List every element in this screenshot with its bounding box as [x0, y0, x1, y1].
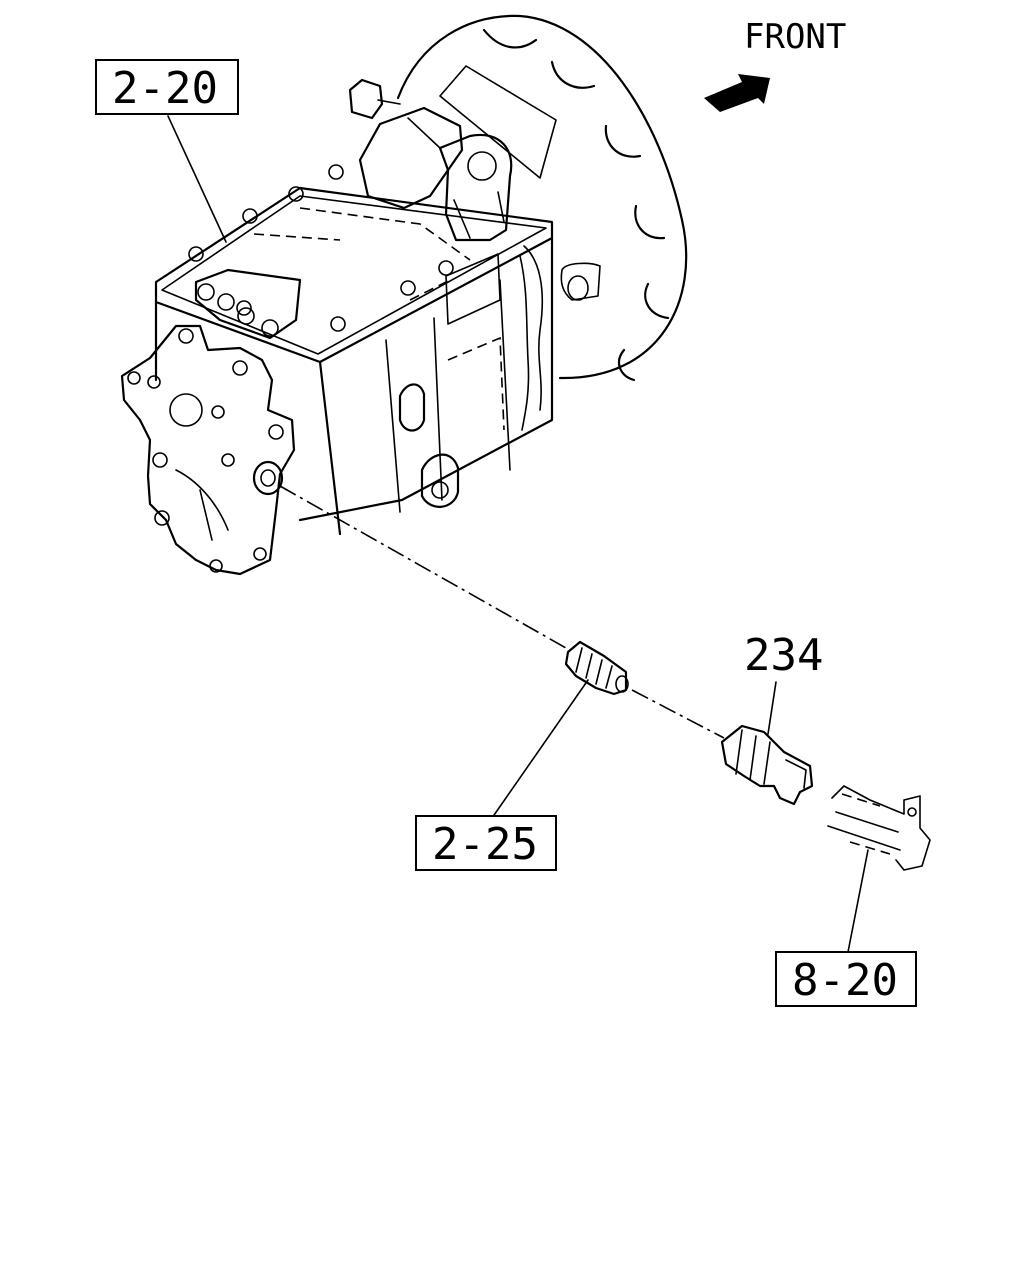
callout-8-20[interactable]: 8-20 [775, 951, 917, 1007]
leader-2-25 [491, 679, 589, 819]
leader-2-20 [167, 115, 227, 243]
callout-2-25[interactable]: 2-25 [415, 815, 557, 871]
installation-centerline [279, 485, 567, 649]
front-indicator: FRONT [704, 17, 846, 112]
adapter-fitting [564, 640, 629, 696]
pressure-switch [720, 724, 814, 806]
callout-8-20-label: 8-20 [792, 955, 898, 1006]
arrow-right-icon [704, 74, 770, 112]
callout-2-20-label: 2-20 [112, 63, 218, 114]
leader-234 [767, 681, 777, 735]
callout-2-25-label: 2-25 [432, 819, 538, 870]
installation-centerline-2 [631, 689, 725, 739]
front-label: FRONT [744, 17, 846, 57]
top-bolts [188, 164, 454, 332]
mounting-bracket [827, 785, 931, 871]
callout-2-20[interactable]: 2-20 [95, 59, 239, 115]
flywheel-housing [396, 14, 688, 382]
transmission-assembly [120, 78, 554, 576]
leader-8-20 [847, 849, 869, 953]
part-number-234[interactable]: 234 [744, 630, 823, 681]
